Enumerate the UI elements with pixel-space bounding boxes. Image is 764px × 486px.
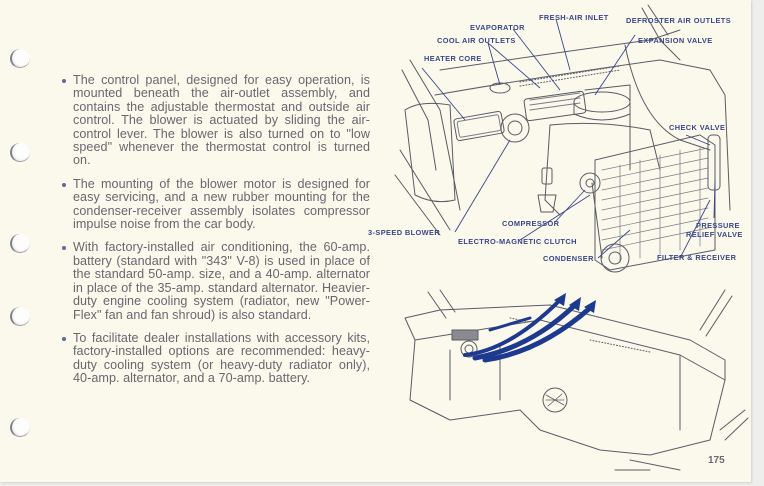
binder-hole <box>10 49 30 68</box>
binder-hole <box>10 143 30 162</box>
label-check-valve: CHECK VALVE <box>669 123 726 132</box>
arrow-heads <box>554 293 596 313</box>
label-filter-receiver: FILTER & RECEIVER <box>657 253 737 262</box>
label-pressure: PRESSURE <box>696 221 740 230</box>
label-expansion-valve: EXPANSION VALVE <box>638 36 713 45</box>
label-fresh-air-inlet: FRESH-AIR INLET <box>539 13 609 22</box>
label-evaporator: EVAPORATOR <box>470 23 525 32</box>
label-compressor: COMPRESSOR <box>502 219 560 228</box>
binder-hole <box>10 418 30 437</box>
paragraph-factory-ac: With factory-installed air conditioning,… <box>62 241 370 321</box>
label-electro-magnetic-clutch: ELECTRO-MAGNETIC CLUTCH <box>458 237 577 246</box>
bullet-icon <box>62 182 66 187</box>
label-relief-valve: RELIEF VALVE <box>686 230 743 239</box>
label-heater-core: HEATER CORE <box>424 54 482 63</box>
body-text: The control panel, designed for easy ope… <box>62 73 370 396</box>
paragraph-blower-mounting: The mounting of the blower motor is desi… <box>62 177 370 232</box>
engine-compartment-illustration <box>394 4 749 471</box>
ac-system-diagram: FRESH-AIR INLET DEFROSTER AIR OUTLETS EV… <box>368 0 750 480</box>
leader-lines <box>421 18 716 259</box>
bullet-icon <box>62 79 66 83</box>
label-3-speed-blower: 3-SPEED BLOWER <box>368 228 441 237</box>
airflow-arrows <box>463 298 593 363</box>
binder-hole <box>10 234 30 253</box>
label-cool-air-outlets: COOL AIR OUTLETS <box>437 36 516 45</box>
label-condenser: CONDENSER <box>543 254 594 263</box>
page-number: 175 <box>708 455 725 466</box>
bullet-icon <box>62 246 66 251</box>
paragraph-control-panel: The control panel, designed for easy ope… <box>62 73 370 168</box>
label-defroster-air-outlets: DEFROSTER AIR OUTLETS <box>626 16 732 25</box>
manual-page: The control panel, designed for easy ope… <box>0 0 751 482</box>
binder-hole <box>10 307 30 326</box>
bullet-icon <box>62 336 66 341</box>
paragraph-dealer-installations: To facilitate dealer installations with … <box>62 331 370 386</box>
